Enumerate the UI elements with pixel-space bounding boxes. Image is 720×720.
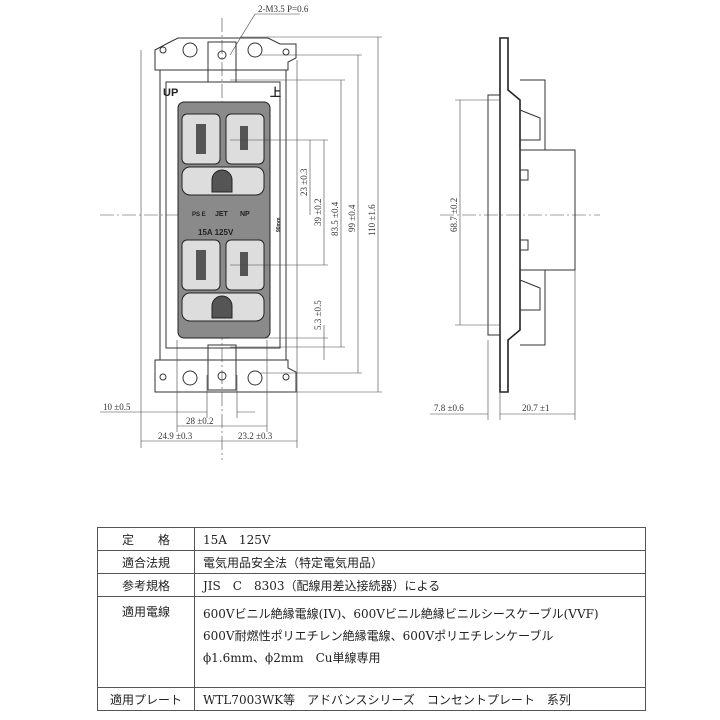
row-label: 適用電線 [97,596,195,688]
dim-99: 99 ±0.4 [347,204,357,232]
row-value-line: 600Vビニル絶縁電線(IV)、600Vビニル絶縁ビニルシースケーブル(VVF) [203,607,599,621]
row-value: 電気用品安全法（特定電気用品） [194,550,646,574]
front-view: UP 上 PS E JET NP 15A 125V 90mm 2-M3.5 P=… [100,4,382,460]
face-rating: 15A 125V [198,228,234,237]
table-row: 適用プレート WTL7003WK等 アドバンスシリーズ コンセントプレート 系列 [97,687,646,711]
row-label: 適合法規 [97,550,195,574]
dim-24-9: 24.9 ±0.3 [158,431,193,441]
mount-screw-icon [247,42,263,58]
technical-drawing: UP 上 PS E JET NP 15A 125V 90mm 2-M3.5 P=… [100,4,600,460]
dim-7-8: 7.8 ±0.6 [434,403,464,413]
ground-pin-icon [211,169,233,193]
pse-mark: PS E [192,212,206,218]
side-mark: 90mm [276,217,282,232]
dim-83-5: 83.5 ±0.4 [330,201,340,236]
dim-20-7: 20.7 ±1 [522,403,549,413]
dim-23: 23 ±0.3 [299,168,309,196]
row-value: 15A 125V [194,527,646,551]
dim-23-2: 23.2 ±0.3 [238,431,273,441]
row-value-line: 600V耐燃性ポリエチレン絶縁電線、600Vポリエチレンケーブル [203,629,554,643]
row-value: 600Vビニル絶縁電線(IV)、600Vビニル絶縁ビニルシースケーブル(VVF)… [194,596,646,688]
table-row: 適合法規 電気用品安全法（特定電気用品） [97,550,646,574]
table-row: 適用電線 600Vビニル絶縁電線(IV)、600Vビニル絶縁ビニルシースケーブル… [97,596,646,688]
row-label: 適用プレート [97,687,195,711]
table-row: 参考規格 JIS C 8303（配線用差込接続器）による [97,573,646,597]
mount-screw-icon [182,370,198,386]
dim-110: 110 ±1.6 [367,204,377,236]
dim-28: 28 ±0.2 [186,416,213,426]
screw-callout: 2-M3.5 P=0.6 [258,4,309,14]
mount-screw-icon [247,370,263,386]
row-label: 定 格 [97,527,195,551]
jet-mark: JET [215,211,229,218]
table-row: 定 格 15A 125V [97,527,646,551]
row-label: 参考規格 [97,573,195,597]
dim-68-7: 68.7 ±0.2 [449,198,459,232]
up-label-jp: 上 [270,85,281,99]
up-label: UP [163,87,178,99]
spec-table: 定 格 15A 125V 適合法規 電気用品安全法（特定電気用品） 参考規格 J… [97,527,646,711]
side-view: 68.7 ±0.2 7.8 ±0.6 20.7 ±1 [430,37,600,420]
row-value-line: ϕ1.6mm、ϕ2mm Cu単線専用 [203,651,381,665]
ground-pin-icon [211,295,233,319]
mount-screw-icon [182,42,198,58]
np-mark: NP [240,211,250,218]
dim-10: 10 ±0.5 [103,402,131,412]
dim-39: 39 ±0.2 [313,199,323,226]
row-value: WTL7003WK等 アドバンスシリーズ コンセントプレート 系列 [194,687,646,711]
dim-5-3: 5.3 ±0.5 [313,300,323,330]
row-value: JIS C 8303（配線用差込接続器）による [194,573,646,597]
